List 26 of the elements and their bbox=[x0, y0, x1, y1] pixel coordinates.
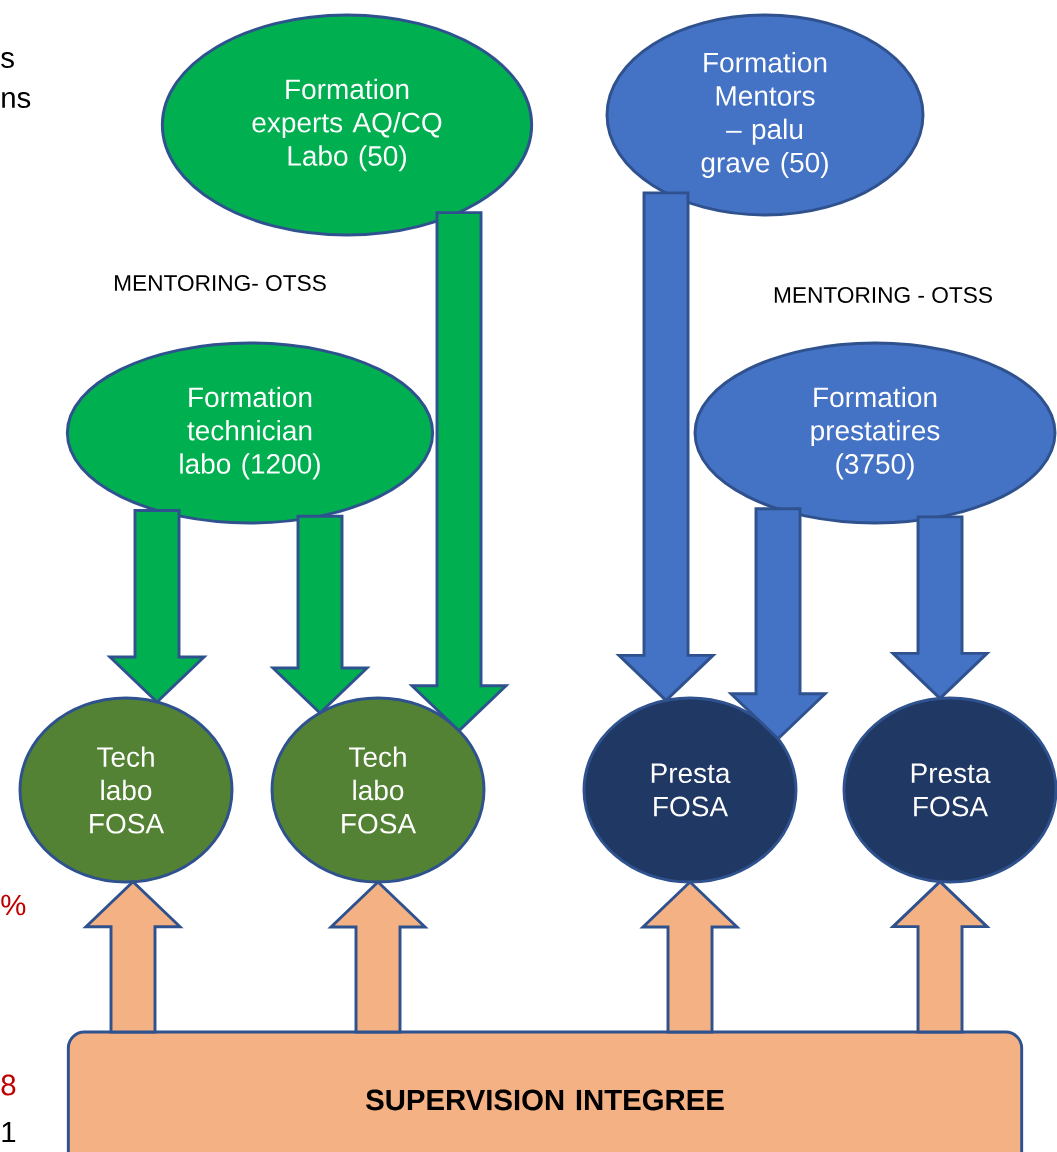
block-arrow bbox=[615, 191, 717, 703]
ellipse-node: Formation experts AQ/CQ Labo (50) bbox=[160, 13, 534, 237]
ellipse-node: Formation Mentors – palu grave (50) bbox=[605, 13, 925, 217]
block-arrow bbox=[639, 880, 741, 1034]
block-arrow bbox=[82, 879, 184, 1034]
block-arrow bbox=[889, 515, 991, 701]
block-arrow bbox=[106, 509, 208, 705]
block-arrow bbox=[727, 507, 829, 741]
text-label: s bbox=[1, 52, 14, 68]
text-label: ns bbox=[2, 91, 31, 109]
text-label: MENTORING- OTSS bbox=[115, 275, 326, 292]
ellipse-node: Formation technician labo (1200) bbox=[65, 341, 435, 525]
ellipse-node: Presta FOSA bbox=[582, 696, 798, 884]
text-label: 8 bbox=[1, 1074, 16, 1096]
ellipse-node: Tech labo FOSA bbox=[270, 696, 486, 884]
block-arrow bbox=[327, 880, 429, 1034]
supervision-box: SUPERVISION INTEGREE bbox=[66, 1030, 1024, 1152]
ellipse-node: Tech labo FOSA bbox=[18, 696, 234, 884]
text-label: 1 bbox=[2, 1121, 16, 1143]
block-arrow bbox=[269, 514, 371, 716]
block-arrow bbox=[408, 211, 510, 733]
text-label: MENTORING - OTSS bbox=[774, 287, 992, 304]
ellipse-node: Formation prestatires (3750) bbox=[693, 341, 1057, 525]
ellipse-node: Presta FOSA bbox=[842, 696, 1057, 884]
text-label: % bbox=[1, 894, 26, 916]
block-arrow bbox=[889, 879, 991, 1034]
